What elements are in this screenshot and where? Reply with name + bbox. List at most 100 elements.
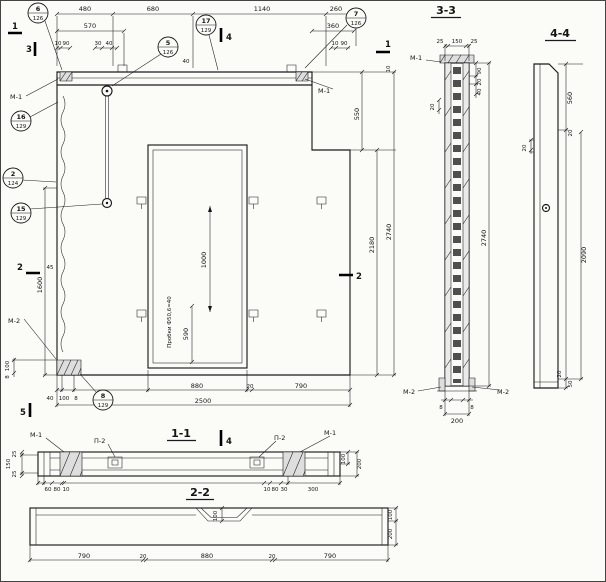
dim-1000: 1000: [200, 252, 208, 269]
dim-20b: 20: [557, 370, 563, 377]
dim-20b-s22: 20: [269, 554, 276, 560]
callout-sheet: 126: [33, 16, 44, 22]
marker-m1-s11-right: М-1: [324, 429, 336, 437]
dim-480: 480: [79, 5, 91, 13]
callout-15-129: 15 129: [10, 202, 32, 224]
dim-150-s11: 150: [6, 458, 12, 469]
callout-7-126: 7 126: [345, 7, 367, 29]
dim-1600: 1600: [36, 277, 44, 294]
callout-num: 2: [11, 170, 16, 178]
section-1-1: 1-1 4 М-1 М-1 П-2 П-2 25 150 25 60 80 10…: [6, 427, 363, 493]
dim-90-right: 90: [341, 41, 348, 47]
dim-90: 90: [477, 67, 483, 74]
dim-550: 550: [353, 108, 361, 120]
section-mark-3: 3: [26, 45, 32, 55]
dim-10-top-right: 10: [386, 65, 392, 72]
note-plugs: Пробки Ф50,6=40: [167, 296, 173, 348]
dim-200-s22: 200: [388, 528, 394, 539]
dim-8b: 8: [470, 405, 474, 411]
dim-60: 60: [45, 487, 52, 493]
dim-300: 300: [308, 487, 319, 493]
marker-m1-left: М-1: [10, 93, 22, 101]
dim-2500: 2500: [195, 397, 212, 405]
dim-10-left: 10: [55, 41, 62, 47]
dim-20l: 20: [430, 103, 436, 110]
dim-8-left: 8: [5, 375, 11, 379]
callout-2-124: 2 124: [2, 167, 24, 189]
dim-790: 790: [295, 382, 307, 390]
callout-5-126: 5 126: [157, 36, 179, 58]
dim-880: 880: [191, 382, 203, 390]
marker-m1-s33: М-1: [410, 54, 422, 62]
dim-100-left: 100: [5, 360, 11, 371]
section-mark-2r: 2: [356, 272, 362, 282]
insulation-wavy-line: [60, 95, 66, 353]
dim-200: 200: [451, 417, 463, 425]
dim-45: 45: [47, 265, 54, 271]
dim-80r: 80: [272, 487, 279, 493]
callout-8-129: 8 129: [92, 389, 114, 411]
dim-40r: 40: [477, 88, 483, 95]
marker-m1-right: М-1: [318, 87, 330, 95]
connection-plates: [136, 196, 327, 322]
section-mark-1a: 1: [12, 22, 18, 32]
dim-30: 30: [95, 41, 102, 47]
dim-8a: 8: [439, 405, 443, 411]
dim-30: 30: [281, 487, 288, 493]
dim-25a-s11: 25: [12, 450, 18, 457]
dim-20a: 20: [568, 129, 574, 136]
dim-b100: 100: [59, 396, 70, 402]
section-mark-4b: 4: [226, 437, 232, 447]
dim-25b: 25: [471, 39, 478, 45]
section-marks: 1 1 3 4 2 2 5: [8, 22, 391, 418]
marker-p2-right: П-2: [274, 434, 285, 442]
dim-680: 680: [147, 5, 159, 13]
dim-570: 570: [84, 22, 96, 30]
section-4-4: 4-4 560 20 2090 20 50 20: [522, 27, 588, 391]
callout-sheet: 129: [16, 124, 27, 130]
callout-6-126: 6 126: [27, 2, 49, 24]
section-mark-2l: 2: [17, 263, 23, 273]
section-mark-5: 5: [20, 408, 26, 418]
dim-2740-s33: 2740: [480, 230, 488, 247]
dim-20l-s44: 20: [522, 144, 528, 151]
main-elevation: [56, 64, 351, 376]
dim-20: 20: [247, 384, 254, 390]
dim-2740: 2740: [385, 224, 393, 241]
lifting-loops: [117, 64, 297, 72]
dim-2180: 2180: [368, 237, 376, 254]
marker-labels: М-1 М-1 М-2: [8, 78, 334, 360]
dim-50: 50: [568, 380, 574, 387]
dim-260: 260: [330, 5, 342, 13]
main-dimensions: [11, 11, 397, 408]
callouts: 6 126 17 129 7 126 5 126 1 6 129 2 124: [2, 2, 367, 411]
dim-40-beam: 40: [183, 59, 190, 65]
section-title-1-1: 1-1: [171, 427, 191, 440]
dim-150: 150: [452, 39, 463, 45]
callout-sheet: 129: [16, 216, 27, 222]
dim-100-wedge: 100: [213, 510, 219, 521]
callout-num: 8: [101, 392, 106, 400]
callout-num: 7: [354, 10, 359, 18]
section-3-3: 3-3 25 150 25 90 20 40 20 2740 8 8 200 М…: [403, 4, 509, 425]
callout-sheet: 126: [163, 50, 174, 56]
callout-num: 17: [201, 17, 210, 25]
dim-100-s11: 100: [341, 453, 347, 464]
dim-25a: 25: [437, 39, 444, 45]
dim-1140: 1140: [254, 5, 271, 13]
dim-880-s22: 880: [201, 552, 213, 560]
marker-m2-s33-right: М-2: [497, 388, 509, 396]
dim-200-s11: 200: [357, 458, 363, 469]
callout-num: 5: [166, 39, 171, 47]
dim-80l: 80: [54, 487, 61, 493]
dim-b8: 8: [74, 396, 78, 402]
marker-m1-s11-left: М-1: [30, 431, 42, 439]
dim-790b: 790: [324, 552, 336, 560]
marker-m2-s33-left: М-2: [403, 388, 415, 396]
callout-sheet: 126: [351, 21, 362, 27]
callout-num: 6: [36, 5, 41, 13]
section-title-3-3: 3-3: [436, 4, 456, 17]
